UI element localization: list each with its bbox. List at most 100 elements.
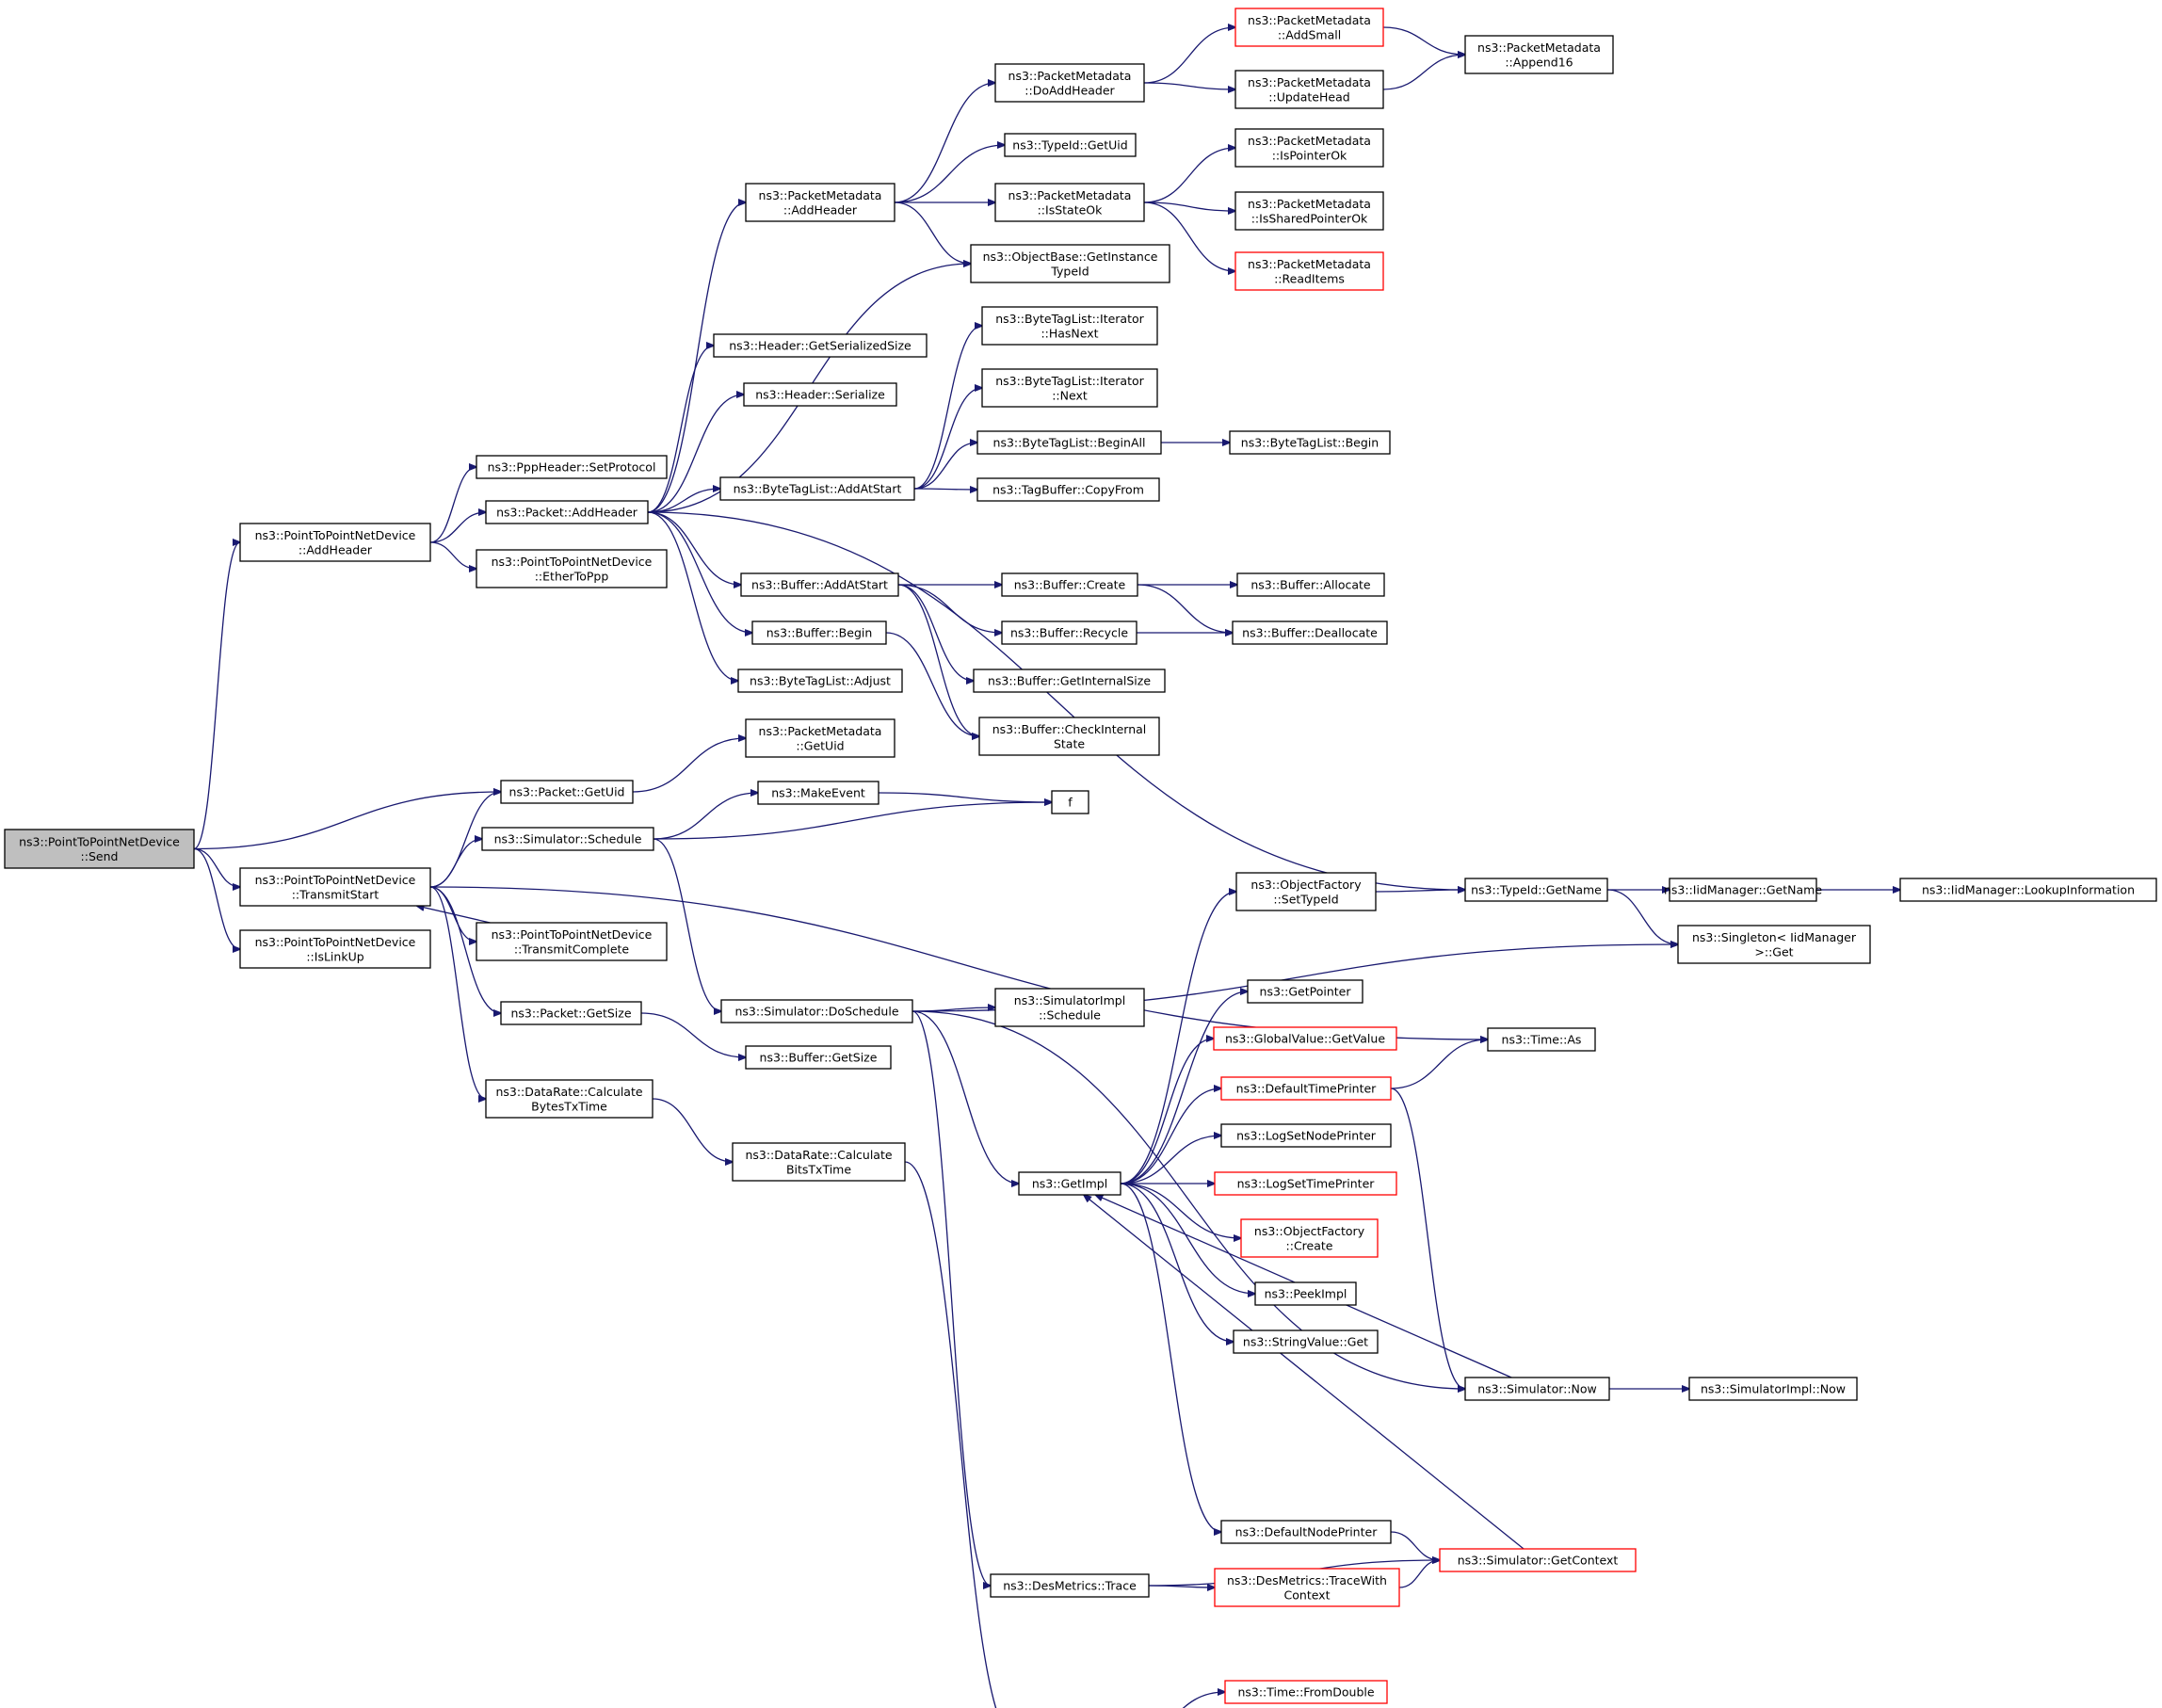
node-box <box>740 572 899 597</box>
node-buf-recycle[interactable]: ns3::Buffer::Recycle <box>1001 620 1137 645</box>
node-transmitstart[interactable]: ns3::PointToPointNetDevice::TransmitStar… <box>239 867 431 907</box>
call-edge <box>1375 890 1465 892</box>
node-time-as[interactable]: ns3::Time::As <box>1487 1027 1596 1052</box>
node-tb-copyfrom[interactable]: ns3::TagBuffer::CopyFrom <box>976 477 1160 502</box>
node-label: ns3::PacketMetadata <box>1008 188 1132 202</box>
node-packet-getuid[interactable]: ns3::Packet::GetUid <box>500 780 634 804</box>
node-logsetnodeprinter[interactable]: ns3::LogSetNodePrinter <box>1220 1123 1392 1148</box>
node-btl-beginall[interactable]: ns3::ByteTagList::BeginAll <box>976 430 1162 455</box>
call-edge <box>647 202 746 513</box>
node-label: ns3::LogSetTimePrinter <box>1237 1177 1376 1191</box>
node-pm-doaddheader[interactable]: ns3::PacketMetadata::DoAddHeader <box>994 63 1145 103</box>
node-p2p-addheader[interactable]: ns3::PointToPointNetDevice::AddHeader <box>239 523 431 562</box>
node-islinkup[interactable]: ns3::PointToPointNetDevice::IsLinkUp <box>239 929 431 969</box>
node-sim-schedule[interactable]: ns3::Simulator::Schedule <box>481 827 654 851</box>
call-edge <box>429 512 486 543</box>
node-pm-getuid[interactable]: ns3::PacketMetadata::GetUid <box>745 718 895 758</box>
call-edge <box>1182 1692 1225 1708</box>
node-pm-ispointerok[interactable]: ns3::PacketMetadata::IsPointerOk <box>1234 128 1384 168</box>
node-transmitcomplete[interactable]: ns3::PointToPointNetDevice::TransmitComp… <box>476 922 668 961</box>
node-btli-next[interactable]: ns3::ByteTagList::Iterator::Next <box>981 368 1158 408</box>
node-desmetrics-trace[interactable]: ns3::DesMetrics::Trace <box>990 1573 1150 1598</box>
node-box <box>1220 1076 1392 1101</box>
node-send[interactable]: ns3::PointToPointNetDevice::Send <box>4 829 195 869</box>
node-defaultnodeprinter[interactable]: ns3::DefaultNodePrinter <box>1220 1520 1392 1544</box>
node-pm-addsmall[interactable]: ns3::PacketMetadata::AddSmall <box>1234 8 1384 47</box>
node-sv-get[interactable]: ns3::StringValue::Get <box>1233 1329 1379 1354</box>
node-sim-doschedule[interactable]: ns3::Simulator::DoSchedule <box>720 999 913 1023</box>
node-hdr-serialize[interactable]: ns3::Header::Serialize <box>743 382 897 407</box>
node-box <box>239 523 431 562</box>
node-label: ns3::PacketMetadata <box>1248 134 1371 148</box>
node-label: ::IsSharedPointerOk <box>1251 211 1368 225</box>
node-logsettimeprinter[interactable]: ns3::LogSetTimePrinter <box>1214 1171 1397 1196</box>
node-singleton-get[interactable]: ns3::Singleton< IidManager>::Get <box>1677 925 1871 964</box>
node-label: ns3::StringValue::Get <box>1243 1335 1368 1349</box>
node-buf-allocate[interactable]: ns3::Buffer::Allocate <box>1236 572 1385 597</box>
node-box <box>1214 1171 1397 1196</box>
node-box <box>1220 1123 1392 1148</box>
node-box <box>239 929 431 969</box>
node-pm-isstateok[interactable]: ns3::PacketMetadata::IsStateOk <box>994 183 1145 222</box>
node-of-settypeid[interactable]: ns3::ObjectFactory::SetTypeId <box>1235 872 1377 911</box>
node-packet-addheader[interactable]: ns3::Packet::AddHeader <box>485 500 649 524</box>
node-simimpl-schedule[interactable]: ns3::SimulatorImpl::Schedule <box>994 988 1145 1027</box>
call-edge <box>885 632 979 736</box>
node-pm-append16[interactable]: ns3::PacketMetadata::Append16 <box>1464 35 1614 74</box>
node-label: ns3::Buffer::CheckInternal <box>992 722 1147 736</box>
node-typeid-getname[interactable]: ns3::TypeId::GetName <box>1464 878 1608 902</box>
node-gv-getvalue[interactable]: ns3::GlobalValue::GetValue <box>1213 1026 1397 1051</box>
call-edge <box>1143 27 1235 84</box>
node-getpointer[interactable]: ns3::GetPointer <box>1247 979 1363 1004</box>
node-btl-begin[interactable]: ns3::ByteTagList::Begin <box>1229 430 1391 455</box>
node-label: ::IsStateOk <box>1038 202 1104 217</box>
node-peekimpl[interactable]: ns3::PeekImpl <box>1254 1281 1357 1306</box>
node-buf-getinternalsize[interactable]: ns3::Buffer::GetInternalSize <box>973 669 1166 693</box>
node-iid-getname[interactable]: ns3::IidManager::GetName <box>1664 878 1822 902</box>
node-typeid-getuid[interactable]: ns3::TypeId::GetUid <box>1004 133 1137 157</box>
call-edge <box>878 792 1052 802</box>
node-hdr-getsersize[interactable]: ns3::Header::GetSerializedSize <box>713 333 928 358</box>
node-ethertoppp[interactable]: ns3::PointToPointNetDevice::EtherToPpp <box>476 549 668 588</box>
node-buf-getsize[interactable]: ns3::Buffer::GetSize <box>745 1045 892 1070</box>
node-buf-begin[interactable]: ns3::Buffer::Begin <box>751 620 887 645</box>
node-btl-adjust[interactable]: ns3::ByteTagList::Adjust <box>737 669 903 693</box>
node-buf-create[interactable]: ns3::Buffer::Create <box>1001 572 1138 597</box>
call-edge <box>897 584 974 681</box>
node-label: ns3::ObjectFactory <box>1254 1224 1365 1238</box>
node-sim-now[interactable]: ns3::Simulator::Now <box>1464 1377 1610 1401</box>
node-buf-deallocate[interactable]: ns3::Buffer::Deallocate <box>1232 620 1388 645</box>
node-ppp-setprotocol[interactable]: ns3::PppHeader::SetProtocol <box>476 455 668 479</box>
node-defaulttimeprinter[interactable]: ns3::DefaultTimePrinter <box>1220 1076 1392 1101</box>
node-of-create[interactable]: ns3::ObjectFactory::Create <box>1240 1218 1379 1258</box>
node-pm-issharedpointerok[interactable]: ns3::PacketMetadata::IsSharedPointerOk <box>1234 191 1384 231</box>
node-simimpl-now[interactable]: ns3::SimulatorImpl::Now <box>1688 1377 1858 1401</box>
node-iid-lookupinfo[interactable]: ns3::IidManager::LookupInformation <box>1899 878 2157 902</box>
node-buf-addatstart[interactable]: ns3::Buffer::AddAtStart <box>740 572 899 597</box>
node-label: ns3::DesMetrics::Trace <box>1003 1579 1137 1593</box>
node-pm-updatehead[interactable]: ns3::PacketMetadata::UpdateHead <box>1234 70 1384 109</box>
node-pm-addheader[interactable]: ns3::PacketMetadata::AddHeader <box>745 183 895 222</box>
node-sim-getcontext[interactable]: ns3::Simulator::GetContext <box>1439 1548 1637 1572</box>
node-getimpl[interactable]: ns3::GetImpl <box>1018 1171 1121 1196</box>
call-edge <box>1390 1088 1465 1389</box>
node-label: ns3::Header::GetSerializedSize <box>729 339 912 353</box>
call-edge <box>652 1098 733 1162</box>
call-edge <box>1398 1560 1440 1588</box>
node-makeevent[interactable]: ns3::MakeEvent <box>757 781 879 805</box>
node-time-fromdouble[interactable]: ns3::Time::FromDouble <box>1224 1680 1388 1704</box>
node-label: ns3::MakeEvent <box>771 786 865 800</box>
node-btl-addatstart[interactable]: ns3::ByteTagList::AddAtStart <box>719 476 915 501</box>
call-edge <box>913 489 977 490</box>
node-btli-hasnext[interactable]: ns3::ByteTagList::Iterator::HasNext <box>981 306 1158 346</box>
node-packet-getsize[interactable]: ns3::Packet::GetSize <box>500 1001 642 1025</box>
node-f[interactable]: f <box>1051 790 1089 814</box>
node-pm-readitems[interactable]: ns3::PacketMetadata::ReadItems <box>1234 251 1384 291</box>
node-label: ns3::PacketMetadata <box>1248 13 1371 27</box>
call-edge <box>429 839 482 888</box>
